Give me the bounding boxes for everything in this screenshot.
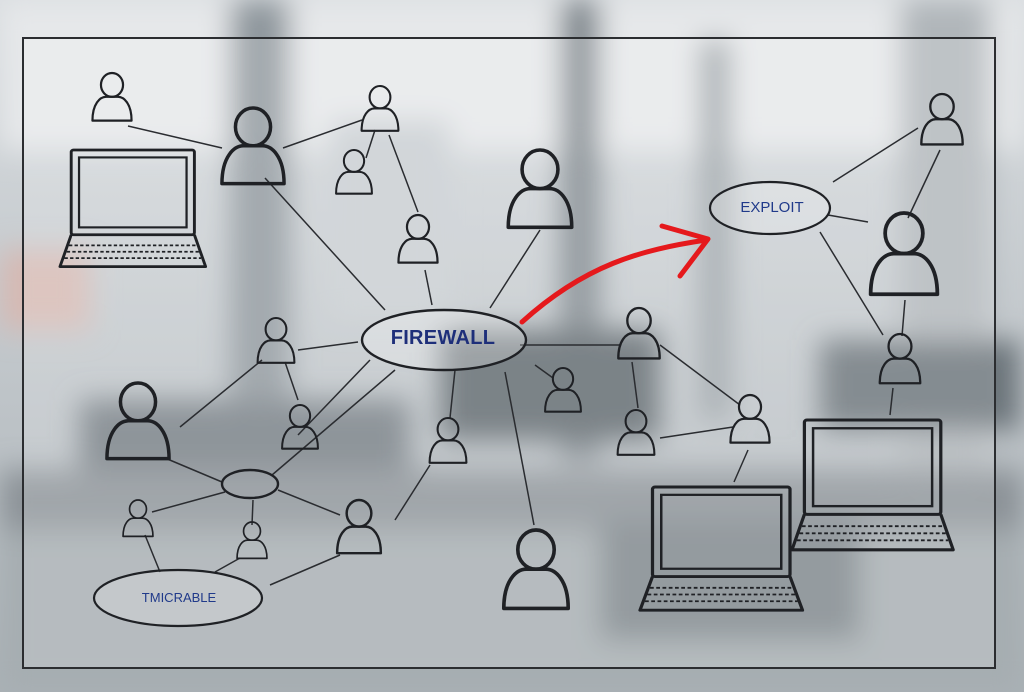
person-icon[interactable] [236,521,268,560]
person-icon[interactable] [920,92,964,146]
person-icon[interactable] [122,499,154,538]
relay-node[interactable] [220,468,280,500]
person-icon[interactable] [878,332,922,385]
laptop-icon[interactable] [638,485,805,612]
firewall-label: FIREWALL [390,327,496,349]
person-icon[interactable] [617,306,661,360]
arrow-icon [519,223,711,325]
laptop-icon[interactable] [790,418,955,552]
connection-lines [127,119,941,586]
person-icon[interactable] [91,71,133,122]
glass-board [22,37,996,669]
person-icon[interactable] [256,316,296,364]
person-icon[interactable] [281,403,319,450]
person-icon[interactable] [428,416,468,464]
firewall-hub[interactable] [360,308,528,372]
person-icon[interactable] [220,106,286,186]
person-icon[interactable] [360,84,400,132]
laptop-icon[interactable] [58,148,208,269]
exploit-node[interactable] [708,180,832,236]
tmicrable-label: TMICRABLE [141,590,217,605]
person-icon[interactable] [105,381,171,461]
person-icon[interactable] [501,528,571,611]
person-icon[interactable] [544,366,582,413]
tmicrable-node[interactable] [92,568,264,628]
person-icon[interactable] [868,211,940,297]
person-icon[interactable] [506,148,574,230]
exploit-label: EXPLOIT [740,199,804,216]
person-icon[interactable] [397,213,439,264]
person-icon[interactable] [335,498,383,555]
person-icon[interactable] [616,408,656,456]
